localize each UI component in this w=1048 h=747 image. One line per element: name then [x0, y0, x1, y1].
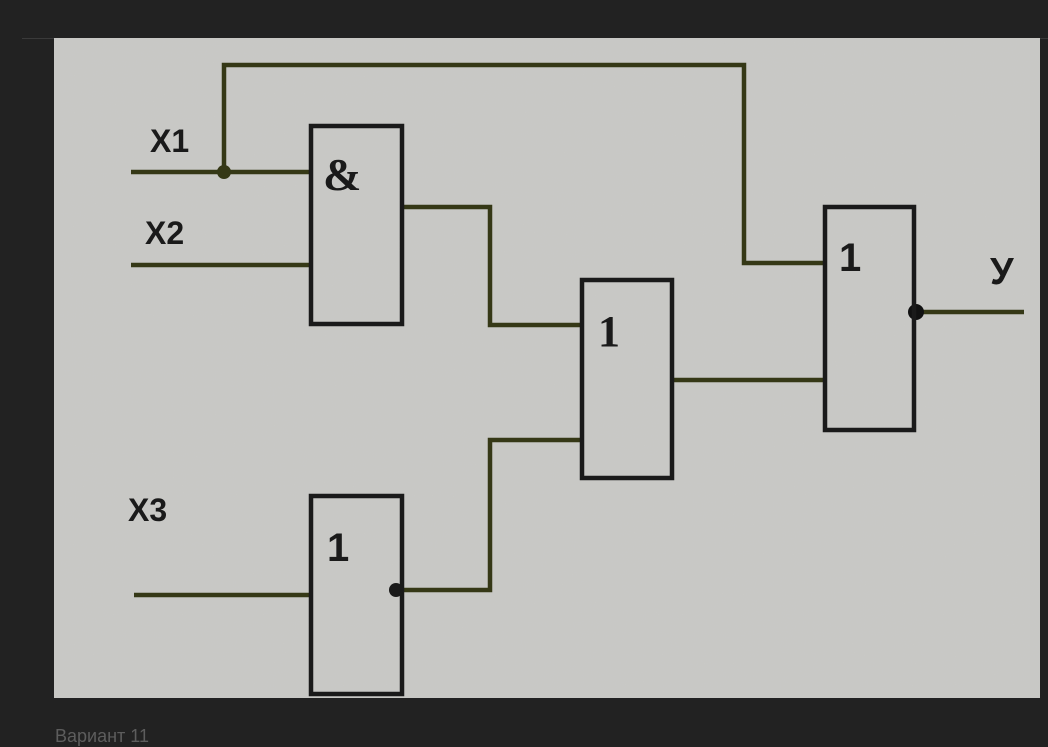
wire-inverter-output [396, 437, 582, 593]
junction-dot [217, 165, 231, 179]
caption-text: Вариант 11 [55, 726, 149, 746]
or-gate-middle [579, 277, 675, 481]
input-label-x3: X3 [128, 492, 167, 528]
output-label-y: У [990, 251, 1014, 293]
input-label-x2: X2 [145, 215, 184, 251]
input-label-x1: X1 [150, 123, 189, 159]
inversion-dot [389, 583, 403, 597]
wire-and-output [402, 204, 582, 328]
logic-circuit: X1 X2 X3 У & 1 1 1 [54, 38, 1040, 698]
or-gate-middle-symbol: 1 [598, 307, 620, 356]
wire-x1-branch [221, 62, 825, 266]
or-gate-output-symbol: 1 [839, 236, 861, 280]
and-gate-symbol: & [323, 149, 361, 200]
paper-texture [54, 38, 1040, 698]
inverter-gate [308, 493, 405, 697]
and-gate [308, 123, 405, 327]
inverter-gate-symbol: 1 [327, 526, 349, 570]
or-gate-output [822, 204, 917, 433]
logic-diagram-panel: X1 X2 X3 У & 1 1 1 [54, 38, 1040, 698]
